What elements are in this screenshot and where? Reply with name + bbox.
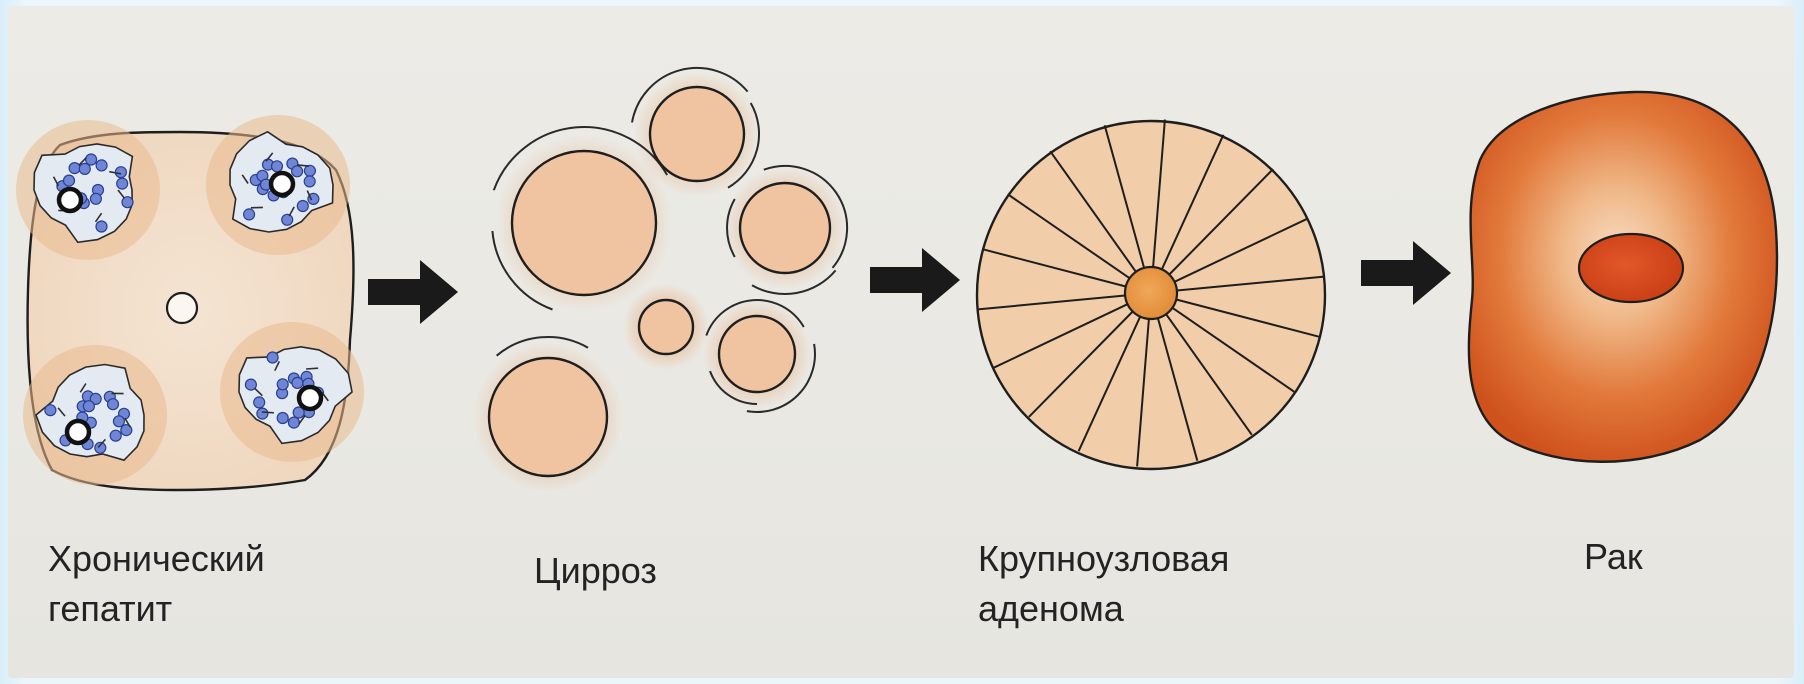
regenerative-nodule: [740, 183, 830, 273]
arrow-right-icon: [368, 260, 458, 324]
cancer-tumor-figure: [1469, 92, 1777, 462]
arrow-right-icon: [1361, 241, 1451, 305]
arrow-right-icon: [870, 248, 960, 312]
regenerative-nodule: [719, 316, 795, 392]
hepatitis-lobule-figure: [16, 115, 364, 490]
label-cancer: Рак: [1584, 532, 1643, 582]
tumor-core-icon: [1579, 234, 1683, 302]
portal-vein-icon: [67, 421, 89, 443]
regenerative-nodule: [489, 358, 607, 476]
portal-vein-icon: [271, 173, 293, 195]
central-vein-icon: [167, 293, 197, 323]
cirrhosis-nodules-figure: [473, 68, 847, 492]
label-cirrhosis: Цирроз: [534, 546, 657, 596]
label-macronodular-adenoma: Крупноузловая аденома: [978, 534, 1229, 634]
regenerative-nodule: [512, 151, 656, 295]
regenerative-nodule: [650, 87, 744, 181]
portal-vein-icon: [59, 189, 81, 211]
portal-tract-inflammation: [220, 322, 364, 462]
portal-tract-inflammation: [206, 115, 350, 255]
adenoma-nodule-figure: [977, 120, 1325, 469]
label-chronic-hepatitis: Хронический гепатит: [48, 534, 265, 634]
portal-vein-icon: [299, 387, 321, 409]
regenerative-nodule: [639, 300, 693, 354]
portal-tract-inflammation: [23, 345, 167, 485]
portal-tract-inflammation: [16, 120, 160, 260]
